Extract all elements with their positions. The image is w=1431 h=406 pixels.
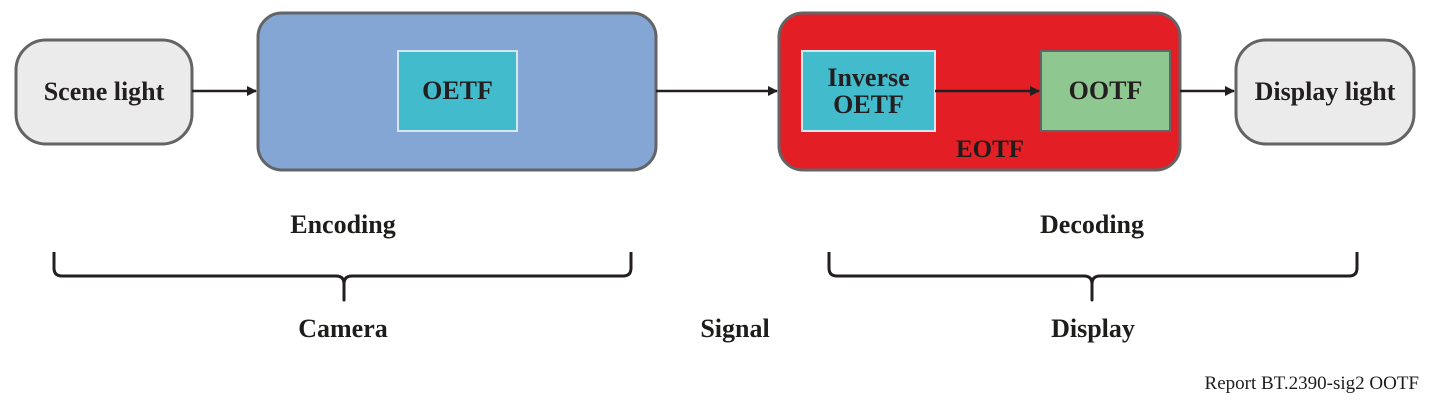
- display-light-label: Display light: [1254, 77, 1396, 107]
- inverse-oetf-box: [801, 50, 936, 132]
- camera-label: Camera: [298, 314, 388, 344]
- oetf-label: OETF: [422, 76, 493, 106]
- display-label: Display: [1051, 314, 1135, 344]
- inverse-oetf-label: Inverse OETF: [802, 51, 935, 131]
- inverse-oetf-line2: OETF: [833, 90, 904, 119]
- display-brace: [827, 252, 1359, 302]
- ootf-label: OOTF: [1068, 76, 1143, 106]
- signal-label: Signal: [700, 314, 770, 344]
- eotf-label: EOTF: [955, 135, 1025, 163]
- inverse-oetf-line1: Inverse: [827, 62, 910, 92]
- ootf-box: [1040, 50, 1171, 132]
- report-reference: Report BT.2390-sig2 OOTF: [1204, 373, 1419, 394]
- oetf-box: [397, 50, 518, 132]
- decoding-label: Decoding: [1040, 210, 1144, 240]
- camera-brace: [52, 252, 633, 302]
- scene-light-label: Scene light: [43, 77, 165, 107]
- encoding-label: Encoding: [290, 210, 396, 240]
- display-light-node: [1234, 38, 1416, 146]
